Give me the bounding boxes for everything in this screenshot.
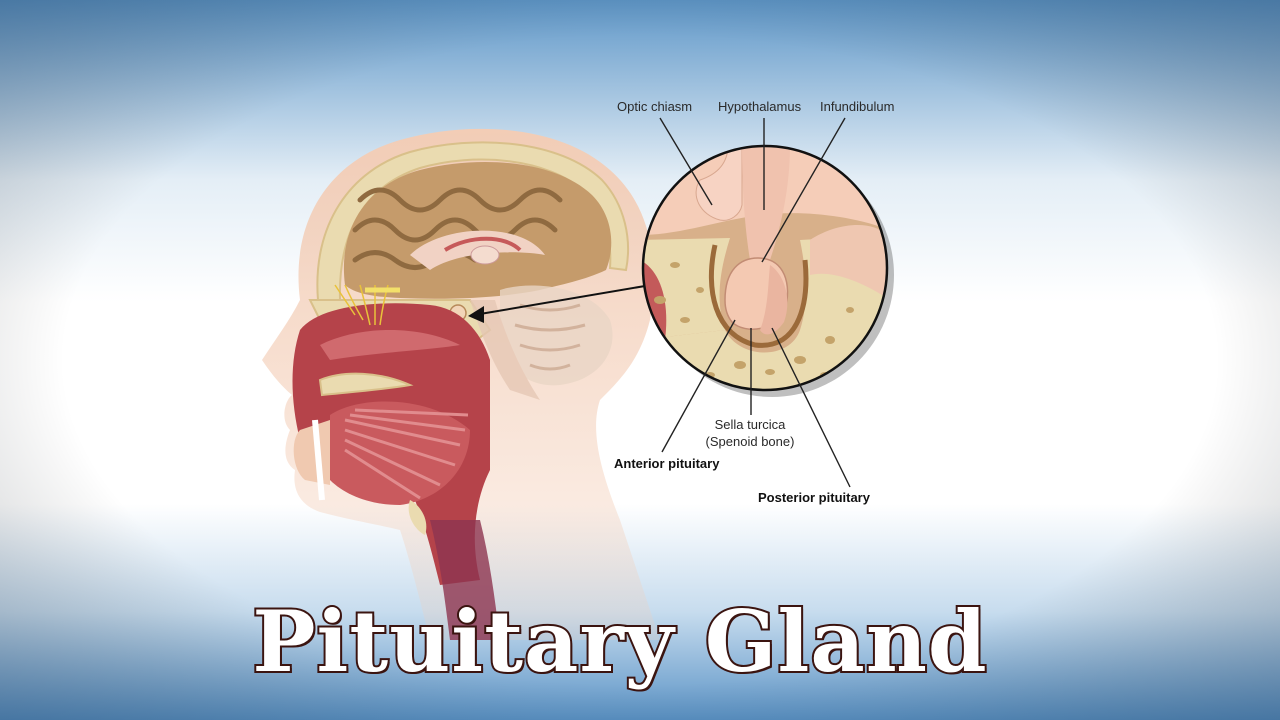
- nasal-oral-cavity: [292, 284, 490, 585]
- brain: [343, 162, 612, 299]
- cerebellum: [470, 285, 613, 400]
- label-sella-turcica: Sella turcica: [714, 417, 786, 432]
- label-optic-chiasm: Optic chiasm: [617, 99, 693, 114]
- label-posterior-pituitary: Posterior pituitary: [758, 490, 870, 505]
- label-anterior-pituitary: Anterior pituitary: [614, 456, 720, 471]
- leader-lines: [659, 117, 851, 488]
- label-hypothalamus: Hypothalamus: [718, 99, 802, 114]
- magnified-view: [641, 144, 894, 397]
- page-title: Pituitary Gland: [250, 590, 988, 693]
- label-infundibulum: Infundibulum: [820, 99, 895, 114]
- throat: [408, 500, 500, 640]
- label-sphenoid-bone: (Spenoid bone): [705, 434, 795, 449]
- pointer-arrow: [468, 285, 646, 323]
